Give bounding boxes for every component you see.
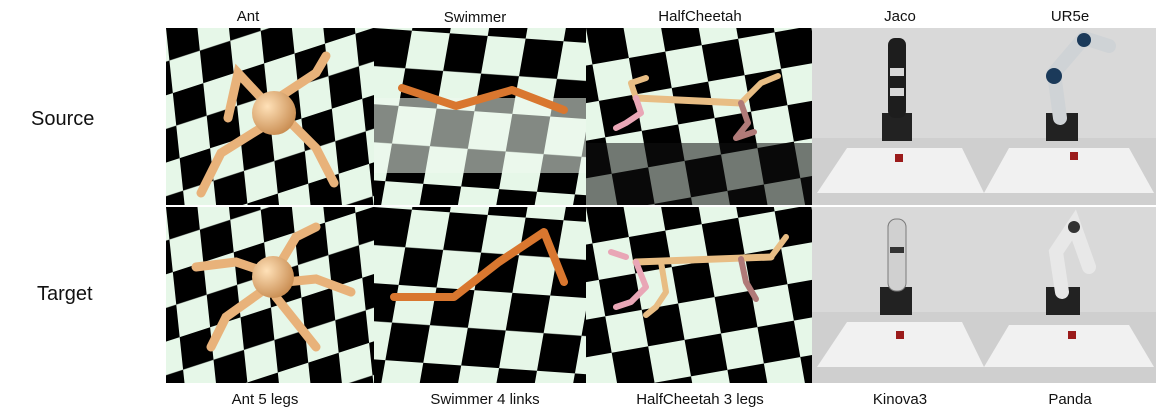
caption-ant-5-legs: Ant 5 legs: [231, 391, 299, 408]
jaco-robot: [882, 38, 912, 141]
caption-panda: Panda: [1048, 391, 1092, 408]
cube: [1070, 152, 1078, 160]
caption-halfcheetah-3-legs: HalfCheetah 3 legs: [636, 391, 764, 408]
cube: [896, 331, 904, 339]
title-ur5e: UR5e: [1050, 8, 1090, 25]
ur5e-robot: [1046, 29, 1116, 141]
halfcheetah-robot: [613, 73, 781, 141]
ant-robot: [191, 222, 356, 352]
caption-kinova3: Kinova3: [872, 391, 928, 408]
kinova3-robot: [880, 218, 912, 315]
row-label-source: Source: [31, 108, 95, 130]
panda-robot: [1046, 209, 1096, 315]
image-ur5e-source: [984, 28, 1156, 205]
halfcheetah-robot: [608, 234, 789, 318]
title-halfcheetah: HalfCheetah: [658, 8, 742, 25]
image-panda-target: [984, 207, 1156, 383]
image-swimmer-target: [374, 207, 586, 383]
swimmer-robot: [390, 228, 568, 301]
title-ant: Ant: [236, 8, 260, 25]
image-jaco-source: [812, 28, 984, 205]
cube: [895, 154, 903, 162]
ant-robot: [196, 51, 339, 198]
image-halfcheetah-target: [586, 207, 812, 383]
swimmer-robot: [398, 84, 568, 114]
image-ant-source: [166, 28, 374, 205]
image-ant-target: [166, 207, 374, 383]
caption-swimmer-4-links: Swimmer 4 links: [430, 391, 540, 408]
row-label-target: Target: [37, 283, 93, 305]
cube: [1068, 331, 1076, 339]
image-swimmer-source: [374, 28, 586, 205]
image-halfcheetah-source: [586, 28, 812, 205]
title-jaco: Jaco: [884, 8, 916, 25]
image-kinova3-target: [812, 207, 984, 383]
title-swimmer: Swimmer: [443, 9, 507, 26]
